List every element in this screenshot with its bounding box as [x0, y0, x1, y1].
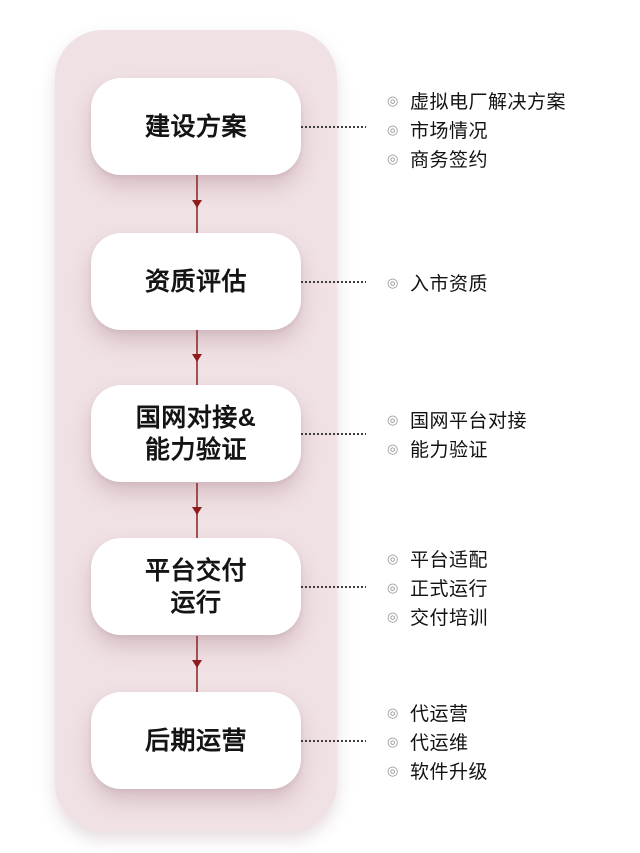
bullseye-bullet-icon: ◎ [387, 763, 399, 778]
arrow-down-icon [192, 506, 202, 515]
detail-list: ◎ 国网平台对接 ◎ 能力验证 [387, 405, 527, 463]
arrow-down-icon [192, 200, 202, 208]
dotted-connector-line [301, 740, 366, 742]
detail-item: ◎ 能力验证 [387, 434, 527, 463]
detail-item: ◎ 代运维 [387, 727, 488, 756]
detail-item: ◎ 交付培训 [387, 602, 488, 631]
dotted-connector-line [301, 433, 366, 435]
bullseye-bullet-icon: ◎ [387, 412, 399, 427]
detail-label: 商务签约 [410, 150, 489, 171]
detail-label: 能力验证 [410, 440, 489, 461]
detail-label: 软件升级 [410, 762, 489, 783]
detail-item: ◎ 软件升级 [387, 756, 488, 785]
flow-arrow-connector [192, 483, 202, 538]
stage-title: 资质评估 [144, 267, 247, 296]
bullseye-bullet-icon: ◎ [387, 441, 399, 456]
detail-item: ◎ 国网平台对接 [387, 405, 527, 434]
flow-arrow-connector [192, 175, 202, 233]
stage-title: 国网对接& 能力验证 [135, 403, 257, 464]
detail-label: 市场情况 [410, 121, 489, 142]
stage-box: 国网对接& 能力验证 [91, 385, 301, 482]
detail-item: ◎ 市场情况 [387, 115, 566, 144]
stage-box: 资质评估 [91, 233, 301, 330]
detail-label: 正式运行 [410, 579, 489, 600]
arrow-down-icon [192, 353, 202, 362]
stage-title: 建设方案 [144, 112, 247, 141]
stage-box: 平台交付 运行 [91, 538, 301, 635]
detail-label: 代运维 [410, 733, 469, 754]
flow-arrow-connector [192, 330, 202, 385]
detail-label: 入市资质 [410, 274, 489, 295]
detail-list: ◎ 代运营 ◎ 代运维 ◎ 软件升级 [387, 698, 488, 785]
bullseye-bullet-icon: ◎ [387, 551, 399, 566]
detail-list: ◎ 虚拟电厂解决方案 ◎ 市场情况 ◎ 商务签约 [387, 86, 566, 173]
detail-label: 代运营 [410, 704, 469, 725]
dotted-connector-line [301, 126, 366, 128]
detail-item: ◎ 平台适配 [387, 544, 488, 573]
detail-item: ◎ 代运营 [387, 698, 488, 727]
detail-item: ◎ 入市资质 [387, 268, 488, 297]
arrow-down-icon [192, 660, 202, 668]
stage-title: 平台交付 运行 [144, 556, 247, 617]
bullseye-bullet-icon: ◎ [387, 609, 399, 624]
detail-label: 交付培训 [410, 608, 489, 629]
bullseye-bullet-icon: ◎ [387, 122, 399, 137]
bullseye-bullet-icon: ◎ [387, 93, 399, 108]
bullseye-bullet-icon: ◎ [387, 275, 399, 290]
detail-label: 国网平台对接 [410, 411, 528, 432]
detail-list: ◎ 平台适配 ◎ 正式运行 ◎ 交付培训 [387, 544, 488, 631]
bullseye-bullet-icon: ◎ [387, 580, 399, 595]
stage-box: 建设方案 [91, 78, 301, 175]
detail-list: ◎ 入市资质 [387, 268, 488, 297]
flow-arrow-connector [192, 636, 202, 692]
detail-label: 平台适配 [410, 550, 489, 571]
dotted-connector-line [301, 586, 366, 588]
detail-item: ◎ 商务签约 [387, 144, 566, 173]
detail-item: ◎ 虚拟电厂解决方案 [387, 86, 566, 115]
stage-box: 后期运营 [91, 692, 301, 789]
bullseye-bullet-icon: ◎ [387, 151, 399, 166]
detail-item: ◎ 正式运行 [387, 573, 488, 602]
dotted-connector-line [301, 281, 366, 283]
bullseye-bullet-icon: ◎ [387, 705, 399, 720]
stage-title: 后期运营 [144, 726, 247, 755]
bullseye-bullet-icon: ◎ [387, 734, 399, 749]
detail-label: 虚拟电厂解决方案 [410, 92, 567, 113]
